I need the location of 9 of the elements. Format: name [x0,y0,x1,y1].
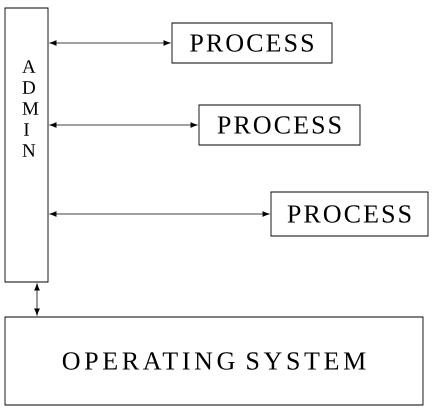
admin-box: ADMIN [4,8,48,282]
arrow [50,40,170,46]
arrow [34,284,40,316]
process-box: PROCESS [198,104,360,146]
arrow [50,211,270,217]
process-box: PROCESS [172,22,332,64]
operating-system-box: OPERATING SYSTEM [4,316,424,406]
process-box: PROCESS [270,192,428,236]
arrow [50,122,198,128]
